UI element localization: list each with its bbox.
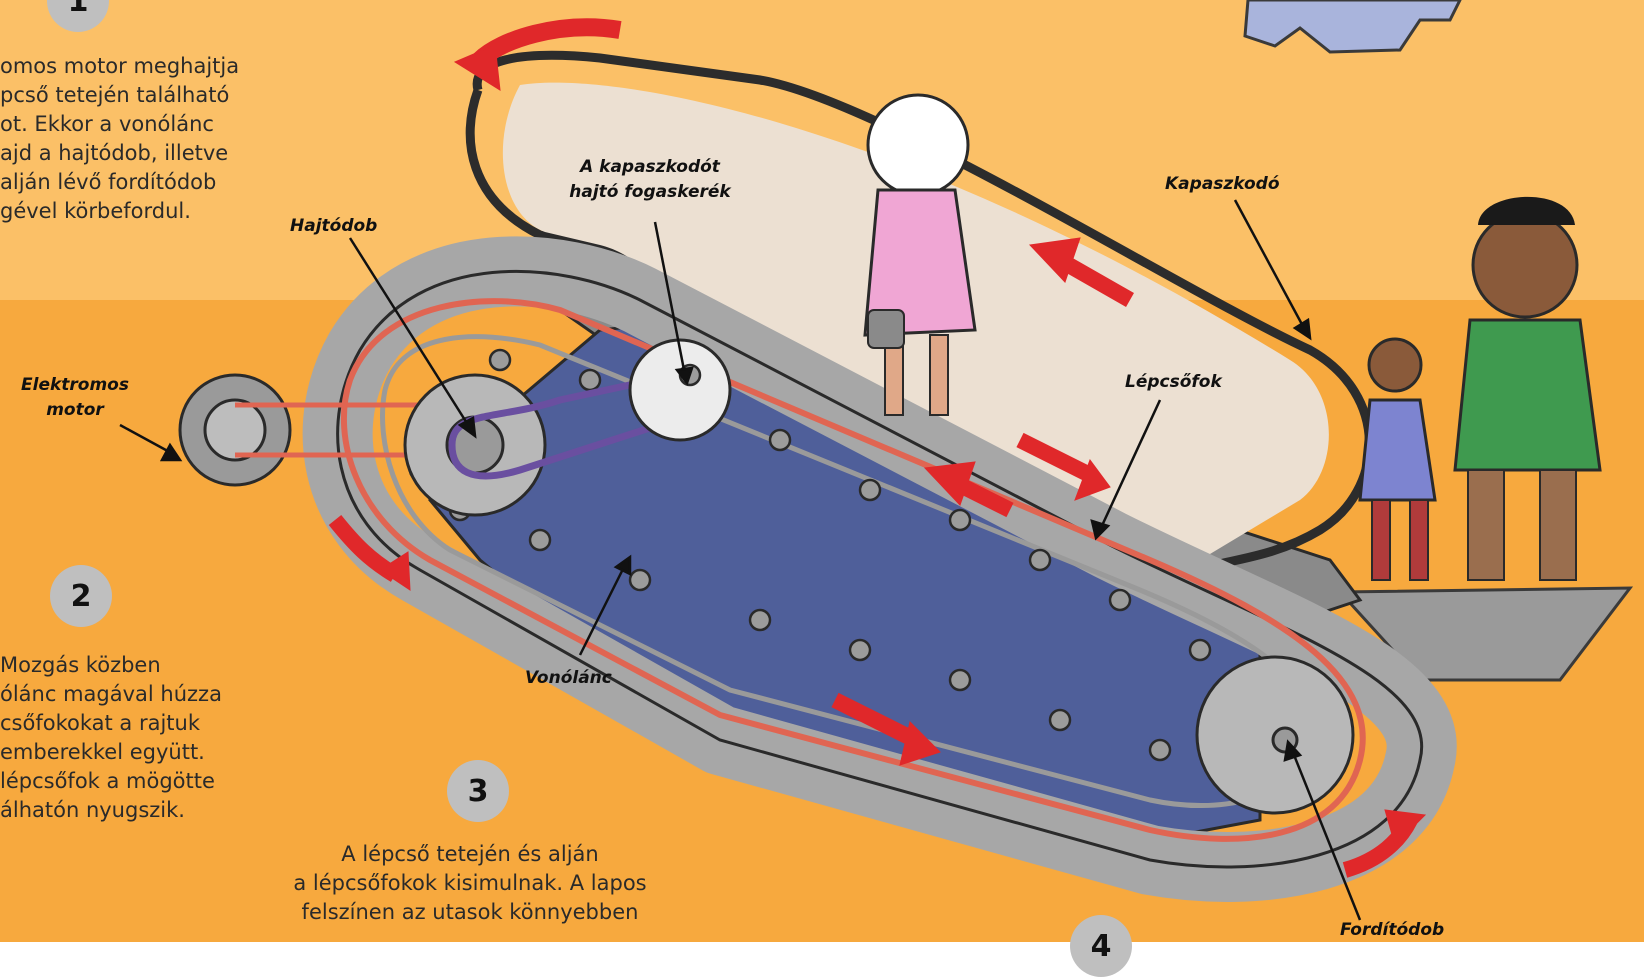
label-traction-chain: Vonólánc [525,666,612,691]
cog-fragment [1245,0,1460,52]
step-2-line: Mozgás közben [0,651,222,680]
step-3-line: a lépcsőfokok kisimulnak. A lapos [260,869,680,898]
label-electric-motor-line2: motor [10,398,140,423]
step-1-line: gével körbefordul. [0,197,239,226]
label-drive-drum: Hajtódob [290,214,377,239]
step-1-line: ajd a hajtódob, illetve [0,139,239,168]
step-1-line: omos motor meghajtja [0,52,239,81]
step-2-line: álhatón nyugszik. [0,796,222,825]
step-4-badge: 4 [1070,915,1132,977]
step-1-line: alján lévő fordítódob [0,168,239,197]
step-3-badge: 3 [447,760,509,822]
boy-small [1360,339,1435,580]
step-1-line: ot. Ekkor a vonólánc [0,110,239,139]
step-1-line: pcső tetején található [0,81,239,110]
label-handrail: Kapaszkodó [1165,172,1280,197]
step-3-line: A lépcső tetején és alján [260,840,680,869]
step-3-text: A lépcső tetején és alján a lépcsőfokok … [260,840,680,927]
boy-tall [1455,197,1600,580]
escalator-diagram [0,0,1644,942]
step-2-line: csőfokokat a rajtuk [0,709,222,738]
label-return-drum: Fordítódob [1340,918,1444,943]
step-2-line: ólánc magával húzza [0,680,222,709]
label-step: Lépcsőfok [1125,370,1222,395]
step-2-line: emberekkel együtt. [0,738,222,767]
label-handrail-gear: A kapaszkodót hajtó fogaskerék [545,155,755,205]
step-3-line: felszínen az utasok könnyebben [260,898,680,927]
label-handrail-gear-line1: A kapaszkodót [545,155,755,180]
step-2-line: lépcsőfok a mögötte [0,767,222,796]
label-handrail-gear-line2: hajtó fogaskerék [545,180,755,205]
step-2-text: Mozgás közben ólánc magával húzza csőfok… [0,651,222,825]
step-1-text: omos motor meghajtja pcső tetején találh… [0,52,239,226]
label-electric-motor: Elektromos motor [10,373,140,423]
step-2-badge: 2 [50,565,112,627]
label-electric-motor-line1: Elektromos [10,373,140,398]
